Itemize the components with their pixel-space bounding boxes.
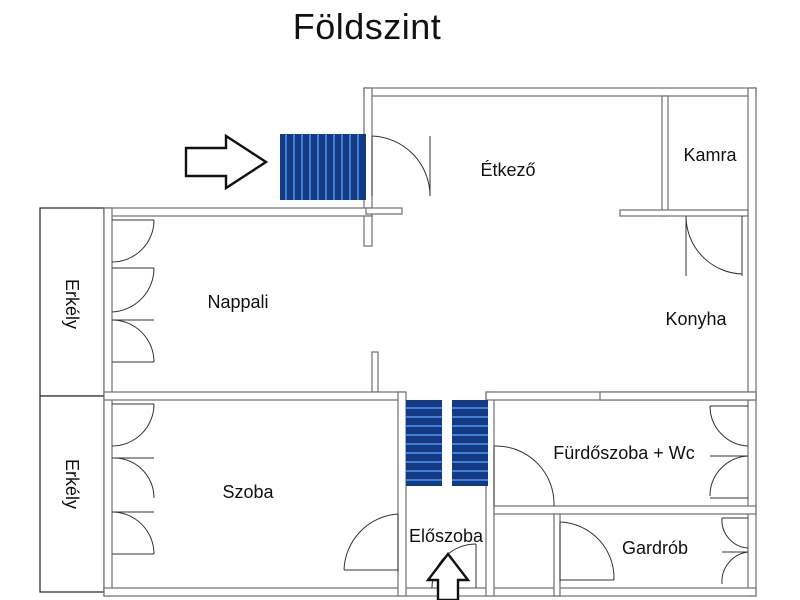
room-labels: Étkező Kamra Nappali Konyha Erkély Erkél… xyxy=(62,145,737,558)
room-label-furdoszoba: Fürdőszoba + Wc xyxy=(553,443,695,463)
balconies xyxy=(39,207,105,593)
interior-walls xyxy=(103,95,757,597)
balcony-top xyxy=(39,207,105,397)
balcony-bottom xyxy=(39,395,105,593)
room-label-szoba: Szoba xyxy=(222,482,274,502)
stairs-upper xyxy=(280,134,366,200)
room-label-eloszoba: Előszoba xyxy=(409,526,484,546)
room-label-konyha: Konyha xyxy=(665,309,727,329)
arrow-right-icon xyxy=(184,133,269,191)
room-label-etkezo: Étkező xyxy=(480,160,535,180)
room-label-gardrob: Gardrób xyxy=(622,538,688,558)
doors xyxy=(111,135,749,589)
room-label-kamra: Kamra xyxy=(683,145,737,165)
arrow-up-icon xyxy=(425,552,471,600)
room-label-nappali: Nappali xyxy=(207,292,268,312)
stairs-lower xyxy=(406,400,488,486)
room-label-erkely-bottom: Erkély xyxy=(62,459,82,509)
room-label-erkely-top: Erkély xyxy=(62,279,82,329)
floor-title: Földszint xyxy=(292,6,442,47)
